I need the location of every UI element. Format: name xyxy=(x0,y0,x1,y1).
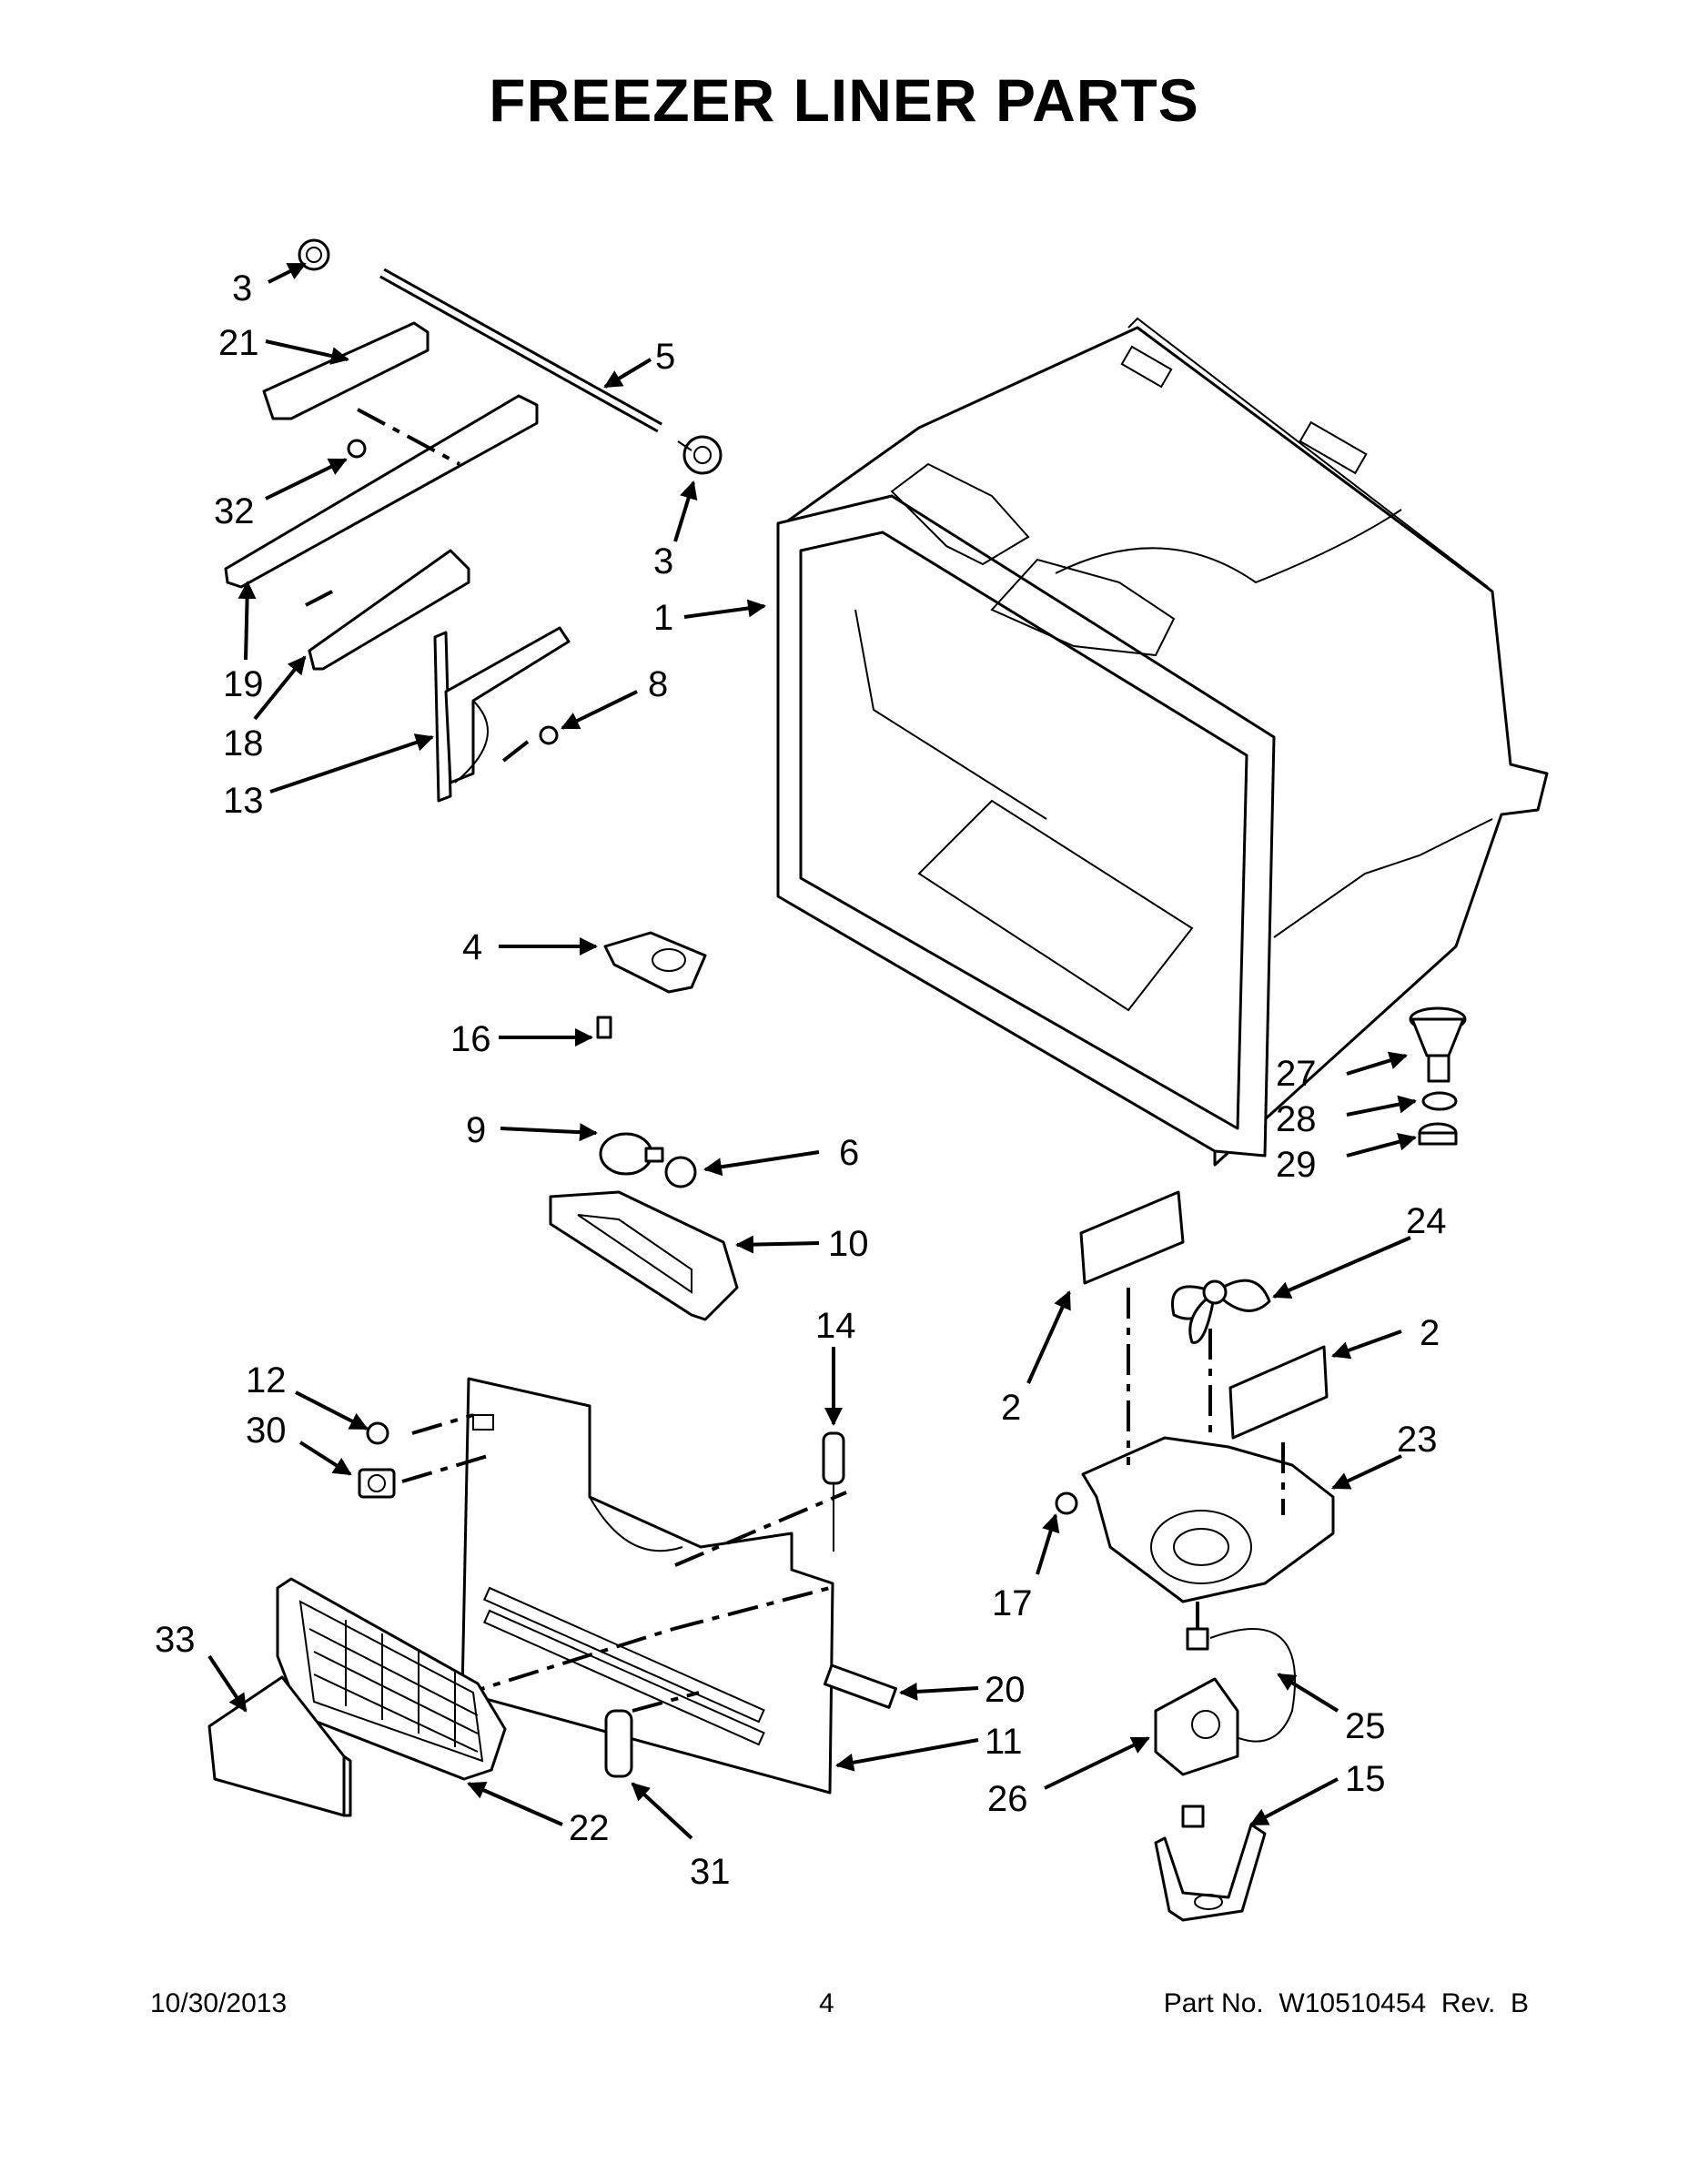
thermistor-illustration xyxy=(822,1431,845,1552)
callout-33: 33 xyxy=(155,1620,196,1660)
callout-25: 25 xyxy=(1345,1706,1386,1746)
callout-17: 17 xyxy=(992,1583,1033,1623)
grille-and-bracket-illustration xyxy=(207,1577,507,1817)
callout-23: 23 xyxy=(1397,1420,1438,1460)
callout-arrows xyxy=(207,262,1417,1840)
callout-29: 29 xyxy=(1276,1145,1317,1185)
slide-rails-illustration xyxy=(224,321,571,803)
freezer-liner-illustration xyxy=(776,317,1549,1167)
callout-18: 18 xyxy=(223,723,264,763)
callout-1: 1 xyxy=(653,598,673,638)
callout-6: 6 xyxy=(839,1133,859,1173)
callout-4: 4 xyxy=(462,927,482,967)
callout-19: 19 xyxy=(223,664,264,704)
callout-24: 24 xyxy=(1406,1201,1447,1241)
callout-8: 8 xyxy=(648,664,668,704)
callout-12: 12 xyxy=(246,1360,287,1400)
callout-14: 14 xyxy=(815,1306,856,1346)
fan-assembly-illustration xyxy=(1055,1190,1335,1922)
page-title: FREEZER LINER PARTS xyxy=(489,66,1199,134)
callout-2-right: 2 xyxy=(1420,1313,1440,1353)
callout-26: 26 xyxy=(987,1779,1028,1819)
footer-date: 10/30/2013 xyxy=(150,1988,288,2018)
callout-5: 5 xyxy=(655,337,675,377)
callout-3-lower: 3 xyxy=(653,541,673,581)
footer-page-number: 4 xyxy=(819,1988,834,2018)
callout-3-top: 3 xyxy=(232,268,252,308)
callout-labels: 3 21 5 32 3 1 19 8 18 13 4 16 9 6 10 27 … xyxy=(155,268,1447,1892)
callout-20: 20 xyxy=(985,1670,1026,1710)
callout-30: 30 xyxy=(246,1410,287,1451)
callout-15: 15 xyxy=(1345,1759,1386,1799)
callout-9: 9 xyxy=(466,1110,486,1150)
lamp-assembly-illustration xyxy=(549,931,739,1321)
callout-16: 16 xyxy=(450,1019,491,1059)
callout-28: 28 xyxy=(1276,1099,1317,1139)
rod-and-gears-illustration xyxy=(298,238,723,475)
callout-2-left: 2 xyxy=(1001,1388,1021,1428)
callout-13: 13 xyxy=(223,781,264,821)
callout-27: 27 xyxy=(1276,1054,1317,1094)
callout-31: 31 xyxy=(690,1852,731,1892)
footer-part-number: Part No. W10510454 Rev. B xyxy=(1163,1988,1529,2018)
drain-assembly-illustration xyxy=(1409,1006,1467,1146)
callout-22: 22 xyxy=(569,1808,610,1848)
callout-32: 32 xyxy=(214,491,255,531)
callout-11: 11 xyxy=(985,1722,1023,1762)
callout-21: 21 xyxy=(218,323,259,363)
callout-10: 10 xyxy=(828,1224,869,1264)
cover-panel-illustration xyxy=(358,1377,897,1795)
